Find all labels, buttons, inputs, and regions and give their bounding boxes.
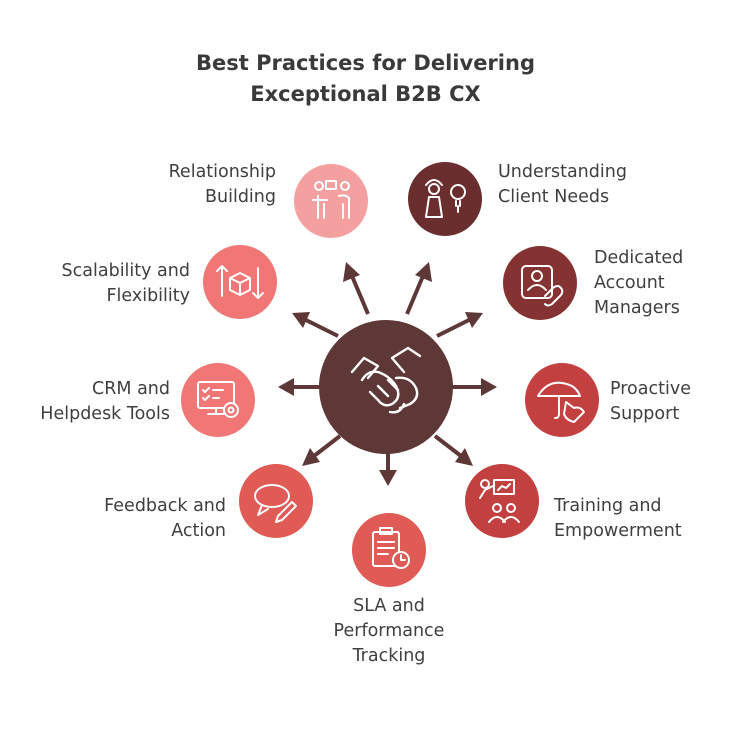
label-line: Account bbox=[594, 273, 665, 293]
person-idea-icon bbox=[425, 179, 466, 218]
node-dedicated-account-managers bbox=[503, 246, 577, 320]
node-training-empowerment bbox=[465, 464, 539, 538]
label-understanding-client-needs: Understanding Client Needs bbox=[498, 160, 627, 210]
diagram-title: Best Practices for Delivering Exceptiona… bbox=[0, 48, 731, 110]
label-relationship-building: Relationship Building bbox=[169, 160, 276, 210]
label-line: CRM and bbox=[92, 379, 170, 399]
label-line: Relationship bbox=[168, 162, 276, 182]
label-line: SLA and bbox=[353, 596, 425, 616]
label-line: Helpdesk Tools bbox=[40, 404, 170, 424]
node-relationship-building bbox=[294, 164, 368, 238]
title-line-1: Best Practices for Delivering bbox=[196, 51, 535, 75]
training-icon bbox=[479, 479, 520, 523]
label-training-empowerment: Training and Empowerment bbox=[554, 494, 682, 544]
hub-spikes bbox=[278, 262, 497, 486]
node-crm-helpdesk-tools bbox=[181, 363, 255, 437]
label-line: Building bbox=[205, 187, 276, 207]
box-arrows-icon bbox=[216, 265, 264, 299]
label-line: Performance bbox=[333, 621, 445, 641]
node-scalability-flexibility bbox=[203, 245, 277, 319]
label-line: Training and bbox=[554, 496, 662, 516]
label-line: Empowerment bbox=[554, 521, 682, 541]
label-proactive-support: Proactive Support bbox=[610, 377, 691, 427]
monitor-gear-icon bbox=[197, 381, 239, 418]
label-crm-helpdesk-tools: CRM and Helpdesk Tools bbox=[40, 377, 170, 427]
chat-pencil-icon bbox=[254, 484, 297, 523]
label-sla-performance-tracking: SLA and Performance Tracking bbox=[309, 594, 469, 669]
node-understanding-client-needs bbox=[408, 162, 482, 236]
hub-circle bbox=[319, 320, 453, 454]
label-feedback-action: Feedback and Action bbox=[104, 494, 226, 544]
handshake-icon bbox=[350, 346, 422, 414]
label-line: Feedback and bbox=[104, 496, 226, 516]
node-sla-performance-tracking bbox=[352, 513, 426, 587]
label-line: Support bbox=[610, 404, 680, 424]
clipboard-clock-icon bbox=[372, 527, 410, 569]
label-line: Flexibility bbox=[106, 286, 190, 306]
label-line: Managers bbox=[594, 298, 680, 318]
label-line: Tracking bbox=[352, 646, 426, 666]
title-line-2: Exceptional B2B CX bbox=[250, 82, 481, 106]
umbrella-hand-icon bbox=[537, 381, 585, 423]
node-proactive-support bbox=[525, 363, 599, 437]
label-line: Understanding bbox=[498, 162, 627, 182]
label-line: Dedicated bbox=[594, 248, 684, 268]
presenter-icon bbox=[312, 180, 350, 219]
node-feedback-action bbox=[239, 464, 313, 538]
label-line: Scalability and bbox=[61, 261, 190, 281]
label-dedicated-account-managers: Dedicated Account Managers bbox=[594, 246, 683, 321]
label-scalability-flexibility: Scalability and Flexibility bbox=[62, 259, 190, 309]
label-line: Proactive bbox=[610, 379, 691, 399]
label-line: Client Needs bbox=[498, 187, 610, 207]
label-line: Action bbox=[171, 521, 226, 541]
account-manager-icon bbox=[521, 265, 564, 307]
